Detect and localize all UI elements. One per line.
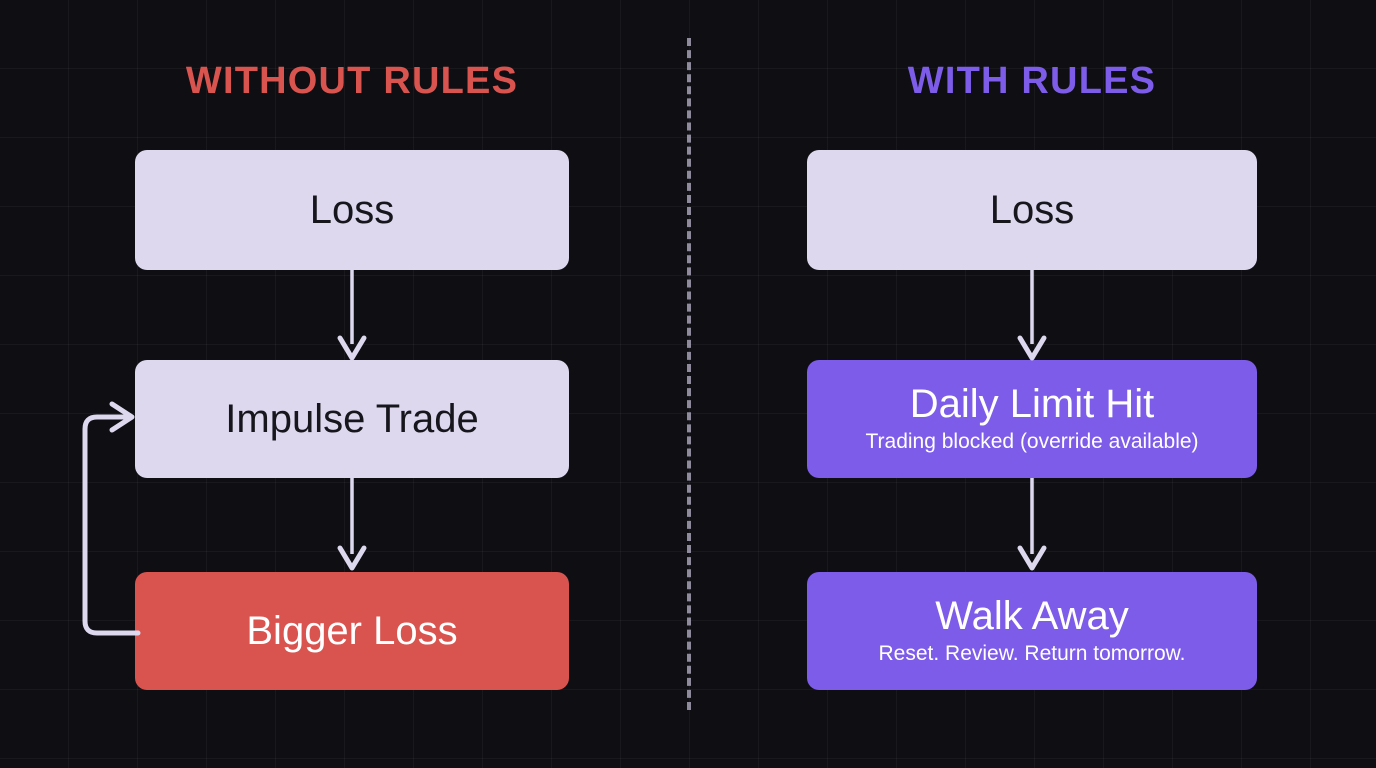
arrow-left-loss-to-impulse-icon [337,268,367,361]
column-divider [687,38,691,710]
right-column-heading: WITH RULES [907,60,1157,102]
node-subtitle: Trading blocked (override available) [865,430,1199,454]
arrow-left-impulse-to-bigger-loss-icon [337,478,367,571]
node-title: Loss [989,188,1075,232]
node-title: Impulse Trade [225,397,479,441]
arrow-right-loss-to-daily-limit-icon [1017,268,1047,361]
node-right-daily-limit-hit[interactable]: Daily Limit Hit Trading blocked (overrid… [807,360,1257,478]
node-subtitle: Reset. Review. Return tomorrow. [878,642,1186,666]
node-title: Daily Limit Hit [909,382,1155,427]
node-left-impulse-trade[interactable]: Impulse Trade [135,360,569,478]
node-left-loss[interactable]: Loss [135,150,569,270]
node-title: Loss [309,188,395,232]
node-title: Bigger Loss [246,609,458,653]
node-right-walk-away[interactable]: Walk Away Reset. Review. Return tomorrow… [807,572,1257,690]
node-right-loss[interactable]: Loss [807,150,1257,270]
node-left-bigger-loss[interactable]: Bigger Loss [135,572,569,690]
arrow-right-daily-limit-to-walk-away-icon [1017,478,1047,571]
node-title: Walk Away [935,594,1129,639]
left-column-heading: WITHOUT RULES [185,60,519,102]
